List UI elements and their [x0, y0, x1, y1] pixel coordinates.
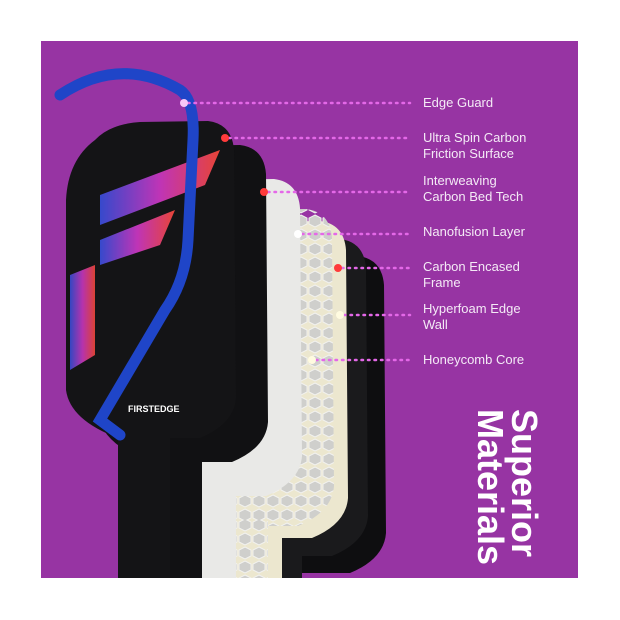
front-handle — [118, 432, 170, 578]
callout-honeycomb-core: Honeycomb Core — [423, 352, 525, 367]
callout-hyperfoam: Hyperfoam Edge Wall — [423, 301, 521, 332]
callout-dots — [180, 99, 344, 364]
callout-interweaving-carbon: Interweaving Carbon Bed Tech — [423, 173, 524, 204]
callout-lines — [186, 101, 412, 362]
product-panel: FIRSTEDGE Edge Guard Ultra Spin Carbon F… — [41, 41, 578, 578]
brand-logo: FIRSTEDGE — [128, 404, 180, 414]
callout-nanofusion: Nanofusion Layer — [423, 224, 525, 239]
edge-guard — [54, 68, 199, 441]
paddle-exploded-view: FIRSTEDGE — [54, 68, 412, 578]
front-face: FIRSTEDGE — [66, 121, 236, 578]
callout-edge-guard: Edge Guard — [423, 95, 494, 110]
callout-ultra-spin-carbon: Ultra Spin Carbon Friction Surface — [423, 130, 527, 161]
callout-carbon-encased-frame: Carbon Encased Frame — [423, 259, 520, 290]
headline: Superior Materials — [470, 409, 545, 566]
